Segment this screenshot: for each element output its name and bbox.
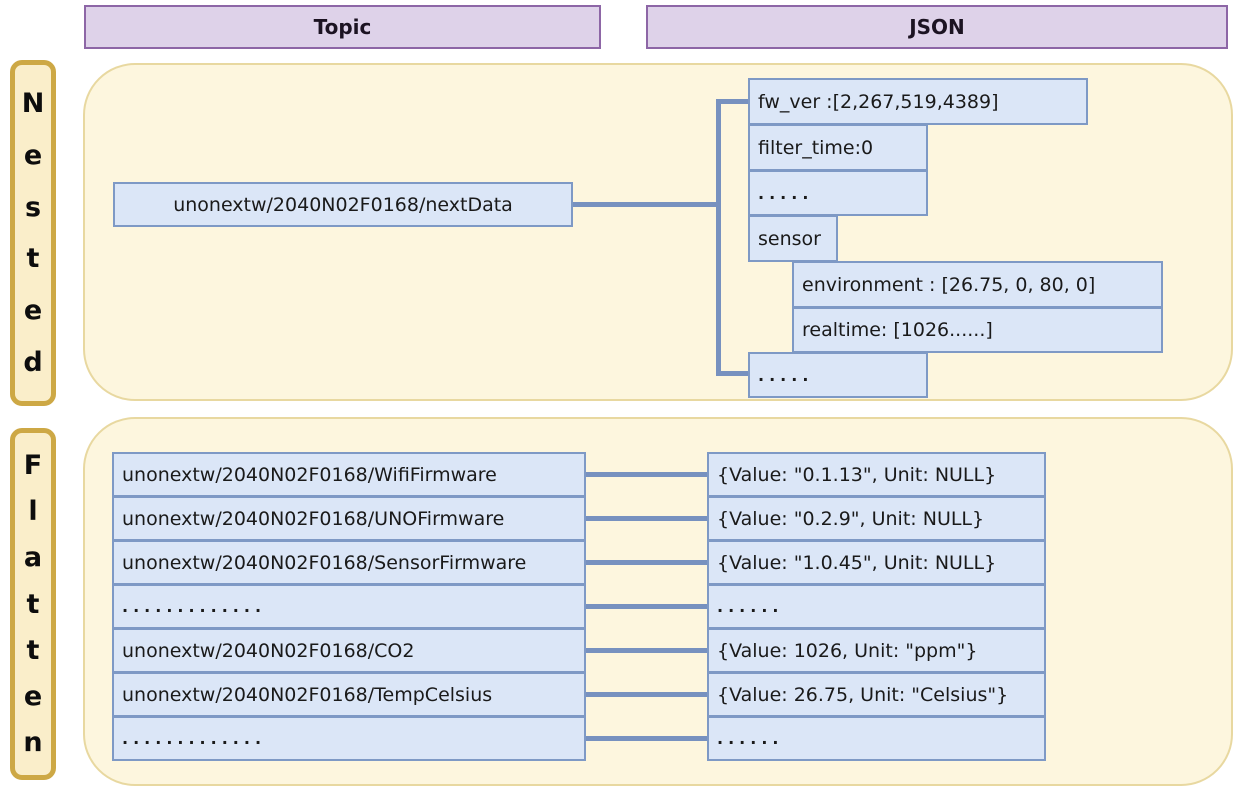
flatten-json-box: {Value: 1026, Unit: "ppm"} [707, 628, 1046, 673]
nested-tree-node-environment: environment : [26.75, 0, 80, 0] [792, 261, 1163, 308]
flatten-row-connector-line [584, 560, 709, 565]
topic-column-header: Topic [84, 5, 601, 49]
flatten-json-box-ellipsis: ...... [707, 584, 1046, 629]
flatten-topic-box: unonextw/2040N02F0168/CO2 [112, 628, 586, 673]
nested-tree-node-ellipsis: ..... [748, 170, 928, 216]
flatten-row-connector-line [584, 472, 709, 477]
flatten-topic-box-ellipsis: ............. [112, 716, 586, 761]
nested-tree-node-ellipsis: ..... [748, 352, 928, 398]
nested-topic-connector-line [573, 202, 716, 207]
nested-tree-node-filter-time: filter_time:0 [748, 124, 928, 171]
flatten-row-connector-line [584, 516, 709, 521]
flatten-row-connector-line [584, 648, 709, 653]
flatten-row-connector-line [584, 736, 709, 741]
flatten-topic-box-ellipsis: ............. [112, 584, 586, 629]
nested-tree-node-fw-ver: fw_ver :[2,267,519,4389] [748, 78, 1088, 125]
nested-tree-bracket-bottom-stub [716, 371, 750, 376]
nested-tree-bracket-top-stub [716, 99, 750, 104]
nested-tree-node-sensor: sensor [748, 215, 838, 262]
flatten-row-connector-line [584, 604, 709, 609]
flatten-topic-box: unonextw/2040N02F0168/TempCelsius [112, 672, 586, 717]
flatten-json-box: {Value: "0.1.13", Unit: NULL} [707, 452, 1046, 497]
flatten-json-box: {Value: "0.2.9", Unit: NULL} [707, 496, 1046, 541]
flatten-topic-box: unonextw/2040N02F0168/WifiFirmware [112, 452, 586, 497]
nested-tree-node-realtime: realtime: [1026......] [792, 307, 1163, 353]
flatten-topic-box: unonextw/2040N02F0168/UNOFirmware [112, 496, 586, 541]
json-column-header-label: JSON [909, 15, 965, 39]
nested-topic-box: unonextw/2040N02F0168/nextData [113, 182, 573, 227]
flatten-json-box-ellipsis: ...... [707, 716, 1046, 761]
flatten-json-box: {Value: 26.75, Unit: "Celsius"} [707, 672, 1046, 717]
flatten-row-connector-line [584, 692, 709, 697]
json-column-header: JSON [646, 5, 1228, 49]
flatten-topic-box: unonextw/2040N02F0168/SensorFirmware [112, 540, 586, 585]
nested-tree-bracket-line [716, 99, 721, 376]
topic-column-header-label: Topic [313, 15, 372, 39]
flatten-json-box: {Value: "1.0.45", Unit: NULL} [707, 540, 1046, 585]
